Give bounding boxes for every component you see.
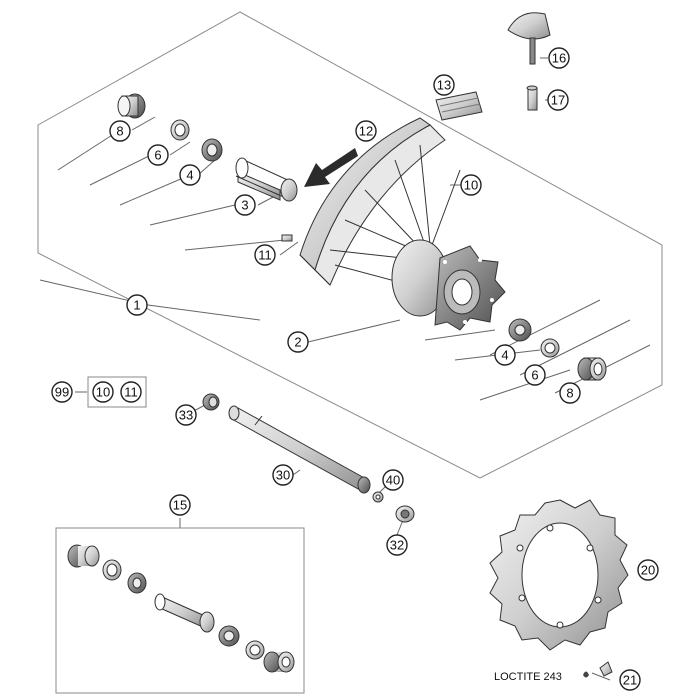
callout-40-label: 40	[386, 473, 400, 488]
rim-tape-13	[435, 91, 483, 121]
callout-6-right-label: 6	[531, 368, 538, 383]
callout-8-top: 8	[109, 120, 131, 142]
axle-nut-32	[395, 505, 415, 523]
brake-disc-20	[489, 499, 629, 651]
callout-20-label: 20	[641, 563, 655, 578]
callout-99: 99	[51, 381, 73, 403]
valve-cap-16	[507, 12, 551, 65]
callout-10-box: 10	[92, 381, 114, 403]
callout-6-top-label: 6	[154, 148, 161, 163]
collar-bushing-8-top	[117, 93, 146, 119]
callout-11-box: 11	[120, 381, 142, 403]
callout-16: 16	[548, 47, 570, 69]
callout-11-label: 11	[258, 248, 272, 263]
callout-16-label: 16	[552, 51, 566, 66]
callout-11-box-label: 11	[124, 385, 138, 400]
callout-2: 2	[287, 331, 309, 353]
callout-15: 15	[169, 494, 191, 516]
distance-tube-3	[235, 157, 298, 202]
callout-6-right: 6	[524, 364, 546, 386]
bearing-kit-parts	[67, 544, 295, 673]
spacer-ring-6-right	[540, 338, 560, 358]
callout-30-label: 30	[276, 468, 290, 483]
callout-21-label: 21	[623, 673, 637, 688]
callout-13: 13	[433, 74, 455, 96]
rotation-arrow	[304, 148, 358, 187]
collar-bushing-8-right	[577, 357, 607, 381]
callout-1-label: 1	[133, 298, 140, 313]
callout-32: 32	[386, 534, 408, 556]
callout-6-top: 6	[147, 144, 169, 166]
callout-10-label: 10	[464, 178, 478, 193]
washer-40	[372, 491, 384, 503]
callout-3-label: 3	[241, 198, 248, 213]
callout-32-label: 32	[390, 538, 404, 553]
callout-33: 33	[175, 404, 197, 426]
callout-8-top-label: 8	[116, 124, 123, 139]
loctite-label: LOCTITE 243	[494, 671, 562, 683]
callout-11: 11	[254, 244, 276, 266]
valve-17	[526, 85, 538, 111]
callout-10: 10	[460, 174, 482, 196]
wheel-assembly-frame	[37, 11, 663, 479]
bearing-4-right	[508, 318, 532, 342]
callout-17-label: 17	[551, 93, 565, 108]
callout-2-label: 2	[294, 335, 301, 350]
callout-13-label: 13	[437, 78, 451, 93]
callout-4-top-label: 4	[186, 168, 193, 183]
spoke-nipple-11	[281, 234, 293, 242]
callout-20: 20	[637, 559, 659, 581]
axle-30	[228, 405, 371, 494]
callout-15-label: 15	[173, 498, 187, 513]
callout-30: 30	[272, 464, 294, 486]
callout-1: 1	[126, 294, 148, 316]
disc-screw-21	[583, 661, 613, 678]
spokes	[329, 144, 461, 286]
callout-4-top: 4	[179, 164, 201, 186]
callout-4-right: 4	[494, 344, 516, 366]
seal-33	[202, 393, 220, 411]
callout-8-right: 8	[559, 382, 581, 404]
callout-21: 21	[619, 669, 641, 691]
bearing-4-top	[201, 138, 223, 162]
callout-40: 40	[382, 469, 404, 491]
wheel-rim	[299, 117, 446, 286]
wheel-hub	[391, 239, 506, 331]
callout-12-label: 12	[359, 124, 373, 139]
callout-99-label: 99	[55, 385, 69, 400]
callout-10-box-label: 10	[96, 385, 110, 400]
callout-4-right-label: 4	[501, 348, 508, 363]
callout-17: 17	[547, 89, 569, 111]
callout-12: 12	[355, 120, 377, 142]
callout-3: 3	[234, 194, 256, 216]
spacer-ring-6-top	[170, 119, 190, 141]
callout-8-right-label: 8	[566, 386, 573, 401]
callout-33-label: 33	[179, 408, 193, 423]
